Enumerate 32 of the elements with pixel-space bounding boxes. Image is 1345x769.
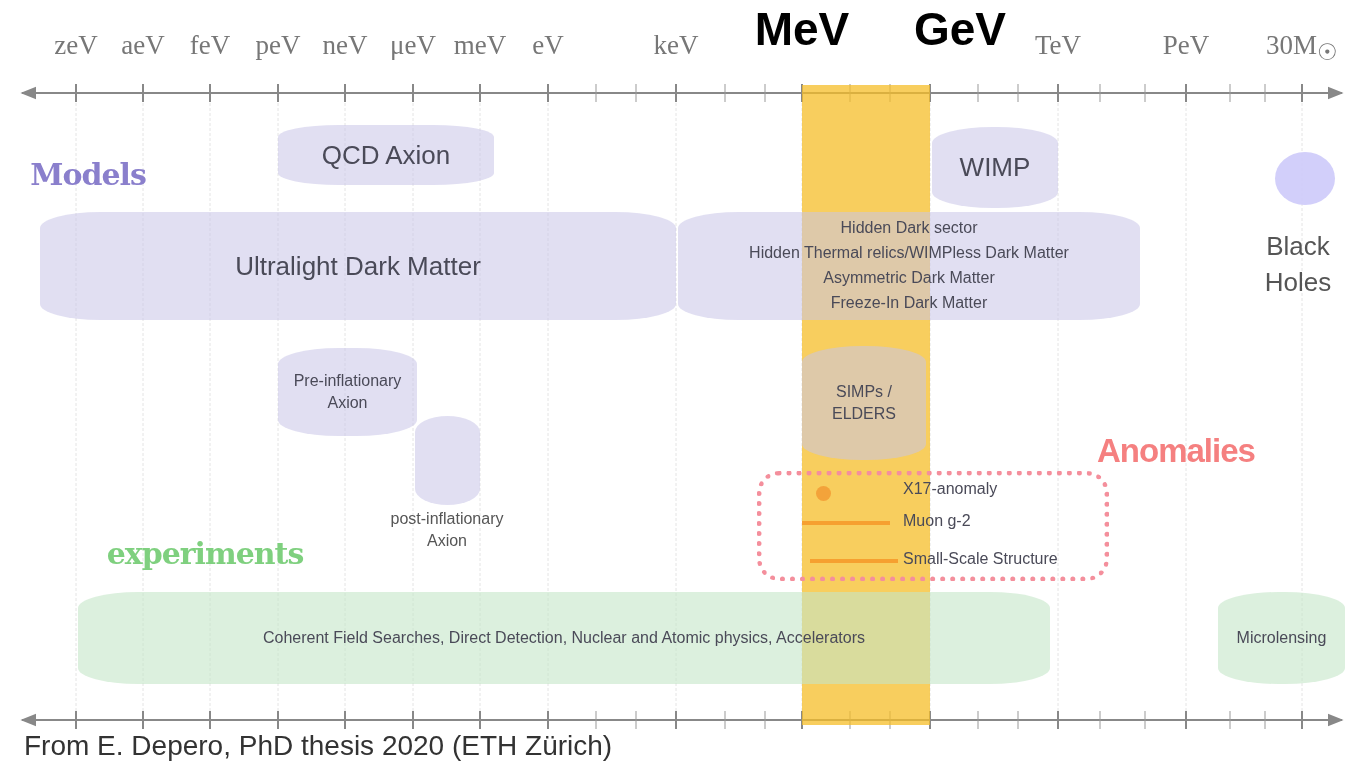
model-region: Pre-inflationary Axion bbox=[278, 348, 417, 436]
caption-text: post-inflationary Axion bbox=[389, 509, 505, 552]
experiment-region: Microlensing bbox=[1218, 592, 1345, 684]
caption-text: Black Holes bbox=[1263, 230, 1333, 300]
axis-label: neV bbox=[322, 30, 368, 61]
experiment-region: Coherent Field Searches, Direct Detection, Nuclear and Atomic physics, Accelerators bbox=[78, 592, 1050, 684]
axis-label: μeV bbox=[390, 30, 436, 61]
model-region: Ultralight Dark Matter bbox=[40, 212, 676, 320]
circle-marker bbox=[1275, 152, 1335, 205]
axis-label: peV bbox=[255, 30, 301, 61]
axis-label: meV bbox=[453, 30, 507, 61]
axis-label: PeV bbox=[1162, 30, 1210, 61]
model-region: WIMP bbox=[932, 127, 1058, 208]
region-text: Hidden Dark sector bbox=[840, 218, 978, 239]
category-heading: Models bbox=[30, 157, 146, 192]
axis-label: aeV bbox=[121, 30, 165, 61]
group-heading: Anomalies bbox=[1097, 432, 1255, 470]
region-text: Asymmetric Dark Matter bbox=[823, 268, 995, 288]
axis-label: zeV bbox=[54, 30, 98, 61]
source-caption: From E. Depero, PhD thesis 2020 (ETH Zürich) bbox=[24, 730, 613, 762]
model-region: QCD Axion bbox=[278, 125, 494, 185]
axis-label: MeV bbox=[754, 2, 850, 56]
model-region bbox=[415, 416, 480, 505]
axis-label: GeV bbox=[914, 2, 1006, 56]
axis-label: keV bbox=[653, 30, 699, 61]
axis-label: feV bbox=[189, 30, 231, 61]
axis-label: eV bbox=[532, 30, 564, 61]
axis-label: TeV bbox=[1034, 30, 1082, 61]
category-heading: experiments bbox=[106, 536, 304, 571]
region-text: Hidden Thermal relics/WIMPless Dark Matter bbox=[749, 243, 1069, 264]
region-text: Freeze-In Dark Matter bbox=[830, 292, 988, 313]
axis-label: 30M$_{☉}$ bbox=[1266, 30, 1338, 67]
